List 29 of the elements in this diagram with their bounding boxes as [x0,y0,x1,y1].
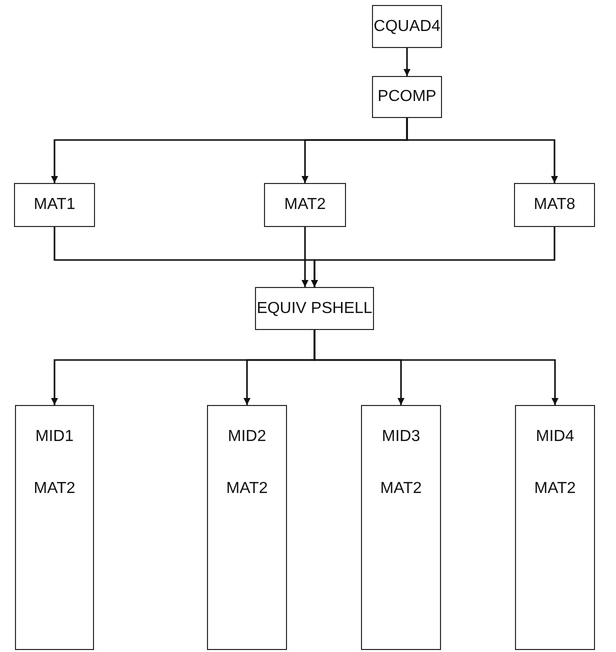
box-label: MID1 [35,428,74,446]
box-label: MAT2 [34,480,76,498]
process-box [361,405,441,650]
box-label: MID3 [382,428,420,446]
process-box [15,405,94,650]
process-box [207,405,287,650]
box-label: CQUAD4 [374,18,440,36]
box-label: MAT1 [34,196,76,214]
box-label: MAT2 [226,480,268,498]
box-label: PCOMP [378,88,436,106]
box-label: MID2 [228,428,266,446]
connector-arrow [406,118,558,183]
process-box [372,76,442,118]
box-label: MAT2 [284,196,326,214]
process-box [255,287,374,330]
box-label: EQUIV PSHELL [256,300,372,318]
process-box [515,405,595,650]
box-label: MAT2 [534,480,576,498]
connector-arrow [311,227,556,287]
connector-arrow [302,227,308,287]
box-label: MAT2 [380,480,422,498]
process-box [372,5,442,48]
process-box [264,183,346,227]
process-box [14,183,95,227]
box-label: MID4 [536,428,574,446]
connector-arrow [314,330,558,405]
connector-arrow [404,48,410,76]
box-label: MAT8 [534,196,576,214]
process-box [514,183,595,227]
